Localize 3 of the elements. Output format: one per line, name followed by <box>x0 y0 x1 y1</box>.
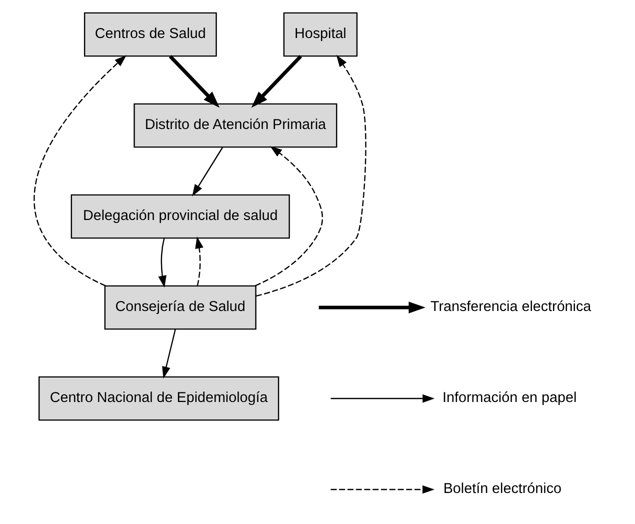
legend-label: Boletín electrónico <box>443 481 562 498</box>
legend-label: Información en papel <box>442 390 577 406</box>
legend-label: Transferencia electrónica <box>430 299 592 316</box>
